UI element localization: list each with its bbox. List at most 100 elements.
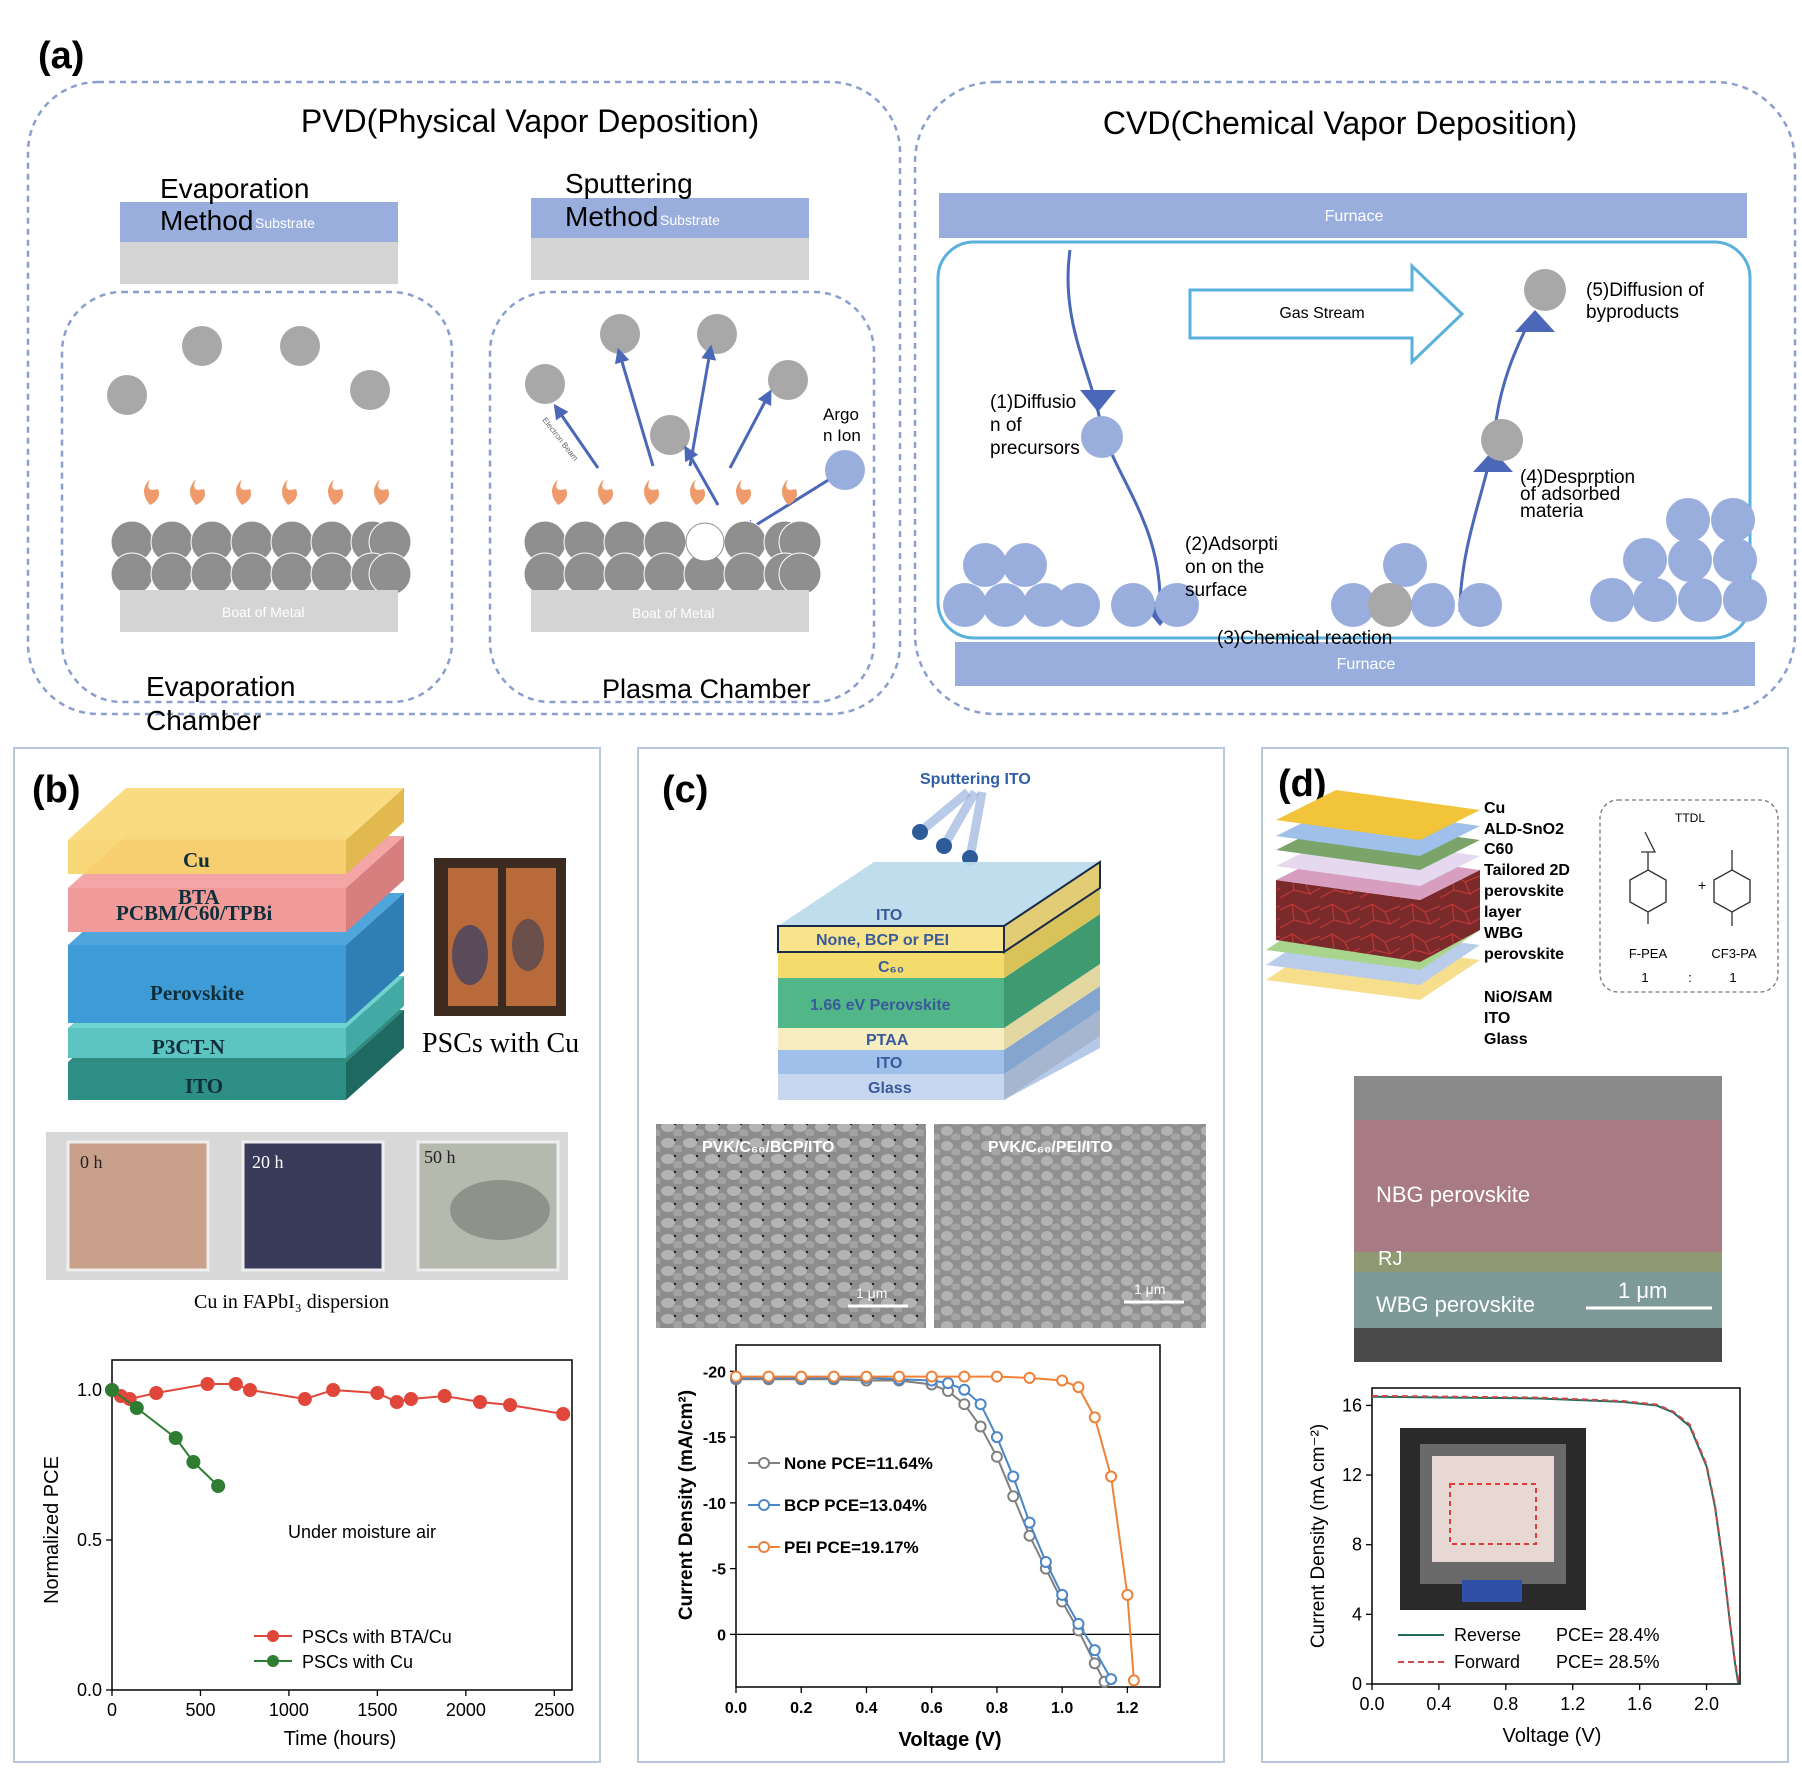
- data-point: [1056, 1588, 1069, 1601]
- sem-bcp-label: PVK/C₆₀/BCP/ITO: [702, 1139, 834, 1156]
- x-tick-label: 0.0: [1359, 1694, 1384, 1714]
- substrate-holder: [120, 242, 398, 284]
- furnace-top: [939, 193, 1747, 238]
- data-point: [925, 1370, 938, 1383]
- argon-ion: [825, 450, 865, 490]
- data-point: [1039, 1556, 1052, 1569]
- chart-b-series: [105, 1377, 571, 1493]
- chart-d-legend-2-pce: PCE= 28.5%: [1556, 1652, 1660, 1672]
- fpea-ring: [1629, 869, 1667, 913]
- x-tick-label: 2500: [534, 1700, 574, 1720]
- time-50h: 50 h: [424, 1147, 456, 1167]
- data-point: [958, 1383, 971, 1396]
- evaporated-atoms: [107, 326, 390, 415]
- furnace-top-label: Furnace: [1325, 208, 1384, 225]
- step2-line3: surface: [1185, 580, 1247, 601]
- data-point: [974, 1398, 987, 1411]
- d-layer-sno2: ALD-SnO2: [1484, 821, 1564, 838]
- x-tick-label: 0.8: [986, 1700, 1008, 1717]
- byproduct-arrowhead: [1515, 310, 1555, 332]
- chart-d-axes: [1371, 1387, 1741, 1685]
- chart-c-legend-1: None PCE=11.64%: [784, 1454, 933, 1473]
- data-point: [958, 1398, 971, 1411]
- sputtered-atoms: [525, 314, 808, 455]
- plasma-chamber-box: [488, 290, 876, 704]
- target-atoms: [523, 520, 822, 596]
- sem-pei-scale: 1 μm: [1134, 1281, 1165, 1297]
- chart-d-ylabel: Current Density (mA cm⁻²): [1308, 1424, 1329, 1648]
- evaporation-method-line2: Method: [160, 205, 253, 236]
- y-tick-label: 0.0: [77, 1680, 102, 1700]
- data-point: [370, 1386, 385, 1400]
- chart-b-ylabel: Normalized PCE: [41, 1456, 63, 1604]
- d-layer-wbg-2: perovskite: [1484, 946, 1564, 963]
- y-tick-label: -10: [703, 1496, 726, 1513]
- data-point: [942, 1377, 954, 1390]
- x-tick-label: 1.0: [1051, 1700, 1073, 1717]
- byproduct-molecule: [1524, 269, 1566, 311]
- series-line-1: [111, 1383, 564, 1415]
- ratio-1: 1: [1641, 970, 1648, 985]
- step2-line2: on on the: [1185, 557, 1264, 578]
- step5-line2: byproducts: [1586, 302, 1679, 323]
- furnace-bottom: [955, 642, 1755, 686]
- sputter-substrate-holder: [531, 238, 809, 280]
- panel-a-label: (a): [38, 35, 84, 77]
- chart-d-legend: Reverse PCE= 28.4% Forward PCE= 28.5%: [1398, 1625, 1660, 1672]
- x-tick-label: 500: [185, 1700, 215, 1720]
- data-point: [243, 1383, 257, 1397]
- b-layer-pcbm: PCBM/C60/TPBi: [116, 901, 272, 925]
- cvd-apparatus: CVD(Chemical Vapor Deposition) Furnace F…: [913, 80, 1797, 716]
- b-layer-cu: Cu: [183, 848, 210, 872]
- substrate-plate: [120, 202, 398, 242]
- data-point: [1088, 1644, 1101, 1657]
- data-point: [730, 1370, 742, 1383]
- metal-boat: [120, 590, 398, 632]
- chart-c-axes: [735, 1344, 1161, 1688]
- d-layer-glass: Glass: [1484, 1031, 1528, 1048]
- sem-pei: [934, 1124, 1206, 1328]
- data-point: [860, 1370, 873, 1383]
- data-point: [503, 1398, 518, 1412]
- data-point: [827, 1370, 840, 1383]
- y-tick-label: 0: [1352, 1674, 1362, 1694]
- argon-label-line2: n Ion: [823, 426, 861, 445]
- psc-photo: [434, 858, 566, 1016]
- data-point: [1127, 1674, 1140, 1687]
- chart-b-legend-1: PSCs with BTA/Cu: [302, 1627, 452, 1647]
- y-tick-label: -5: [712, 1562, 726, 1579]
- furnace-bottom-label: Furnace: [1337, 656, 1396, 673]
- molecule-cf3pa: CF3-PA: [1711, 946, 1757, 961]
- data-point: [1072, 1381, 1085, 1394]
- evaporation-chamber-line2: Chamber: [146, 705, 261, 736]
- plus-sign: +: [1698, 877, 1706, 893]
- cvd-step-labels: (1)Diffusio n of precursors (2)Adsorpti …: [990, 280, 1705, 649]
- step4-line2: of adsorbed: [1520, 484, 1620, 505]
- data-point: [795, 1370, 808, 1383]
- molecule-fpea: F-PEA: [1629, 946, 1668, 961]
- sputter-ito-label: Sputtering ITO: [920, 771, 1031, 788]
- data-point: [1072, 1617, 1085, 1630]
- panel-c-stack: Glass ITO PTAA 1.66 eV Perovskite C₆₀ No…: [777, 860, 1101, 1100]
- sem-d-scale: 1 μm: [1618, 1278, 1667, 1303]
- time-0h: 0 h: [80, 1152, 103, 1172]
- c-layer-ptaa: PTAA: [866, 1032, 909, 1049]
- data-point: [1121, 1588, 1134, 1601]
- evaporation-chamber-box: [60, 290, 454, 704]
- panel-c-label: (c): [662, 769, 708, 811]
- panel-c-frame: [637, 747, 1225, 1763]
- sem-bcp-scale: 1 μm: [856, 1285, 887, 1301]
- x-tick-label: 0.8: [1493, 1694, 1518, 1714]
- sem-cross-section: NBG perovskite RJ WBG perovskite 1 μm: [1354, 1076, 1722, 1362]
- sem-rj-label: RJ: [1378, 1248, 1402, 1270]
- data-point: [990, 1431, 1003, 1444]
- chart-b-annotation: Under moisture air: [288, 1522, 436, 1542]
- x-tick-label: 1000: [269, 1700, 309, 1720]
- data-point: [168, 1431, 183, 1445]
- evaporation-apparatus: Substrate Evaporation Method Boat of: [60, 173, 454, 736]
- d-layer-nio: NiO/SAM: [1484, 989, 1552, 1006]
- data-point: [326, 1383, 341, 1397]
- sputter-arrows: [553, 344, 839, 534]
